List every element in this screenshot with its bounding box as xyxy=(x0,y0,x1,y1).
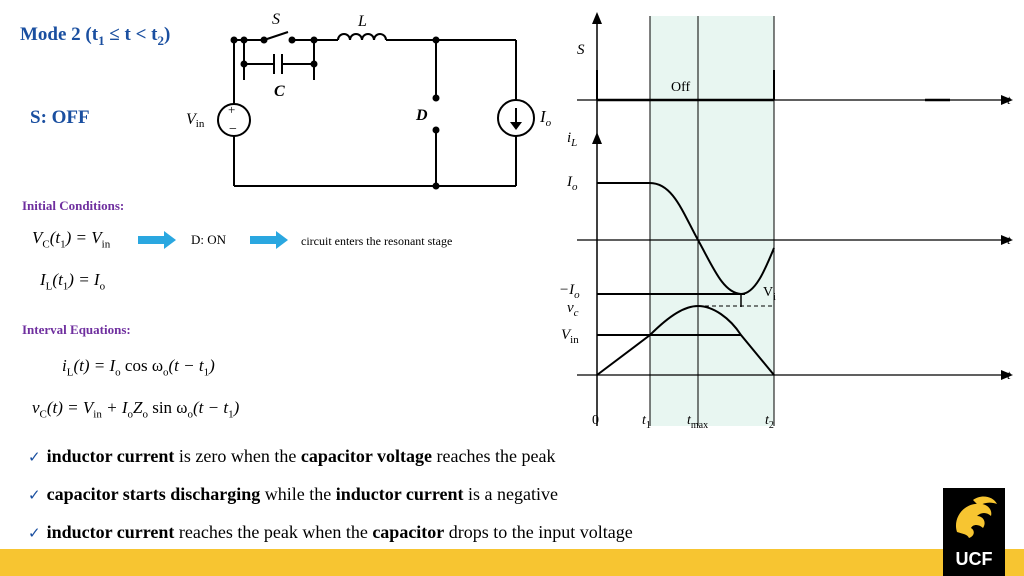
source-minus: − xyxy=(229,122,237,137)
x-tick-t1: t1 xyxy=(642,413,651,431)
x-tick-zero: 0 xyxy=(592,413,599,428)
initial-il-equation: IL(t1) = Io xyxy=(40,270,106,293)
diode-label: D xyxy=(415,107,428,124)
t-axis-label: t xyxy=(1007,232,1011,247)
t-axis-label: t xyxy=(1007,92,1011,107)
neg-io-level-label: −Io xyxy=(559,282,580,301)
checkmark-icon: ✓ xyxy=(28,448,41,466)
initial-conditions-heading: Initial Conditions: xyxy=(22,198,125,213)
bullet-2: ✓capacitor starts discharging while the … xyxy=(28,484,559,504)
circuit-diagram: S L C + − Vin D Io xyxy=(186,11,552,190)
capacitor-label: C xyxy=(274,83,285,100)
off-label: Off xyxy=(671,80,691,95)
interval-equations-heading: Interval Equations: xyxy=(22,322,131,337)
slide-title: Mode 2 (t1 ≤ t < t2) xyxy=(20,24,171,48)
source-label: Vin xyxy=(186,111,205,130)
mode-interval-highlight xyxy=(650,16,774,426)
vc-axis-label: vc xyxy=(567,300,579,319)
diode-state: D: ON xyxy=(191,232,227,247)
arrow-icon xyxy=(138,231,176,249)
x-tick-t2: t2 xyxy=(765,413,774,431)
checkmark-icon: ✓ xyxy=(28,524,41,542)
x-tick-tmax: tmax xyxy=(687,413,708,431)
initial-vc-equation: VC(t1) = Vin xyxy=(32,228,111,251)
bullet-3: ✓inductor current reaches the peak when … xyxy=(28,522,633,542)
vc-interval-equation: vC(t) = Vin + IoZo sin ωo(t − t1) xyxy=(32,398,240,421)
il-interval-equation: iL(t) = Io cos ωo(t − t1) xyxy=(62,356,215,379)
arrow-icon xyxy=(250,231,288,249)
ucf-logo: UCF xyxy=(943,488,1005,576)
pegasus-icon xyxy=(955,496,997,538)
checkmark-icon: ✓ xyxy=(28,486,41,504)
vi-label: Vi xyxy=(763,285,776,303)
waveform-diagram: S Off t iL Io t −Io Vi vc Vin t 0 t1 tma… xyxy=(559,12,1013,431)
resonant-stage-text: circuit enters the resonant stage xyxy=(301,234,453,248)
io-level-label: Io xyxy=(566,174,578,193)
s-axis-label: S xyxy=(577,42,585,58)
vin-level-label: Vin xyxy=(561,327,579,346)
footer-bar xyxy=(0,549,1024,576)
switch-label: S xyxy=(272,11,280,28)
t-axis-label: t xyxy=(1007,367,1011,382)
logo-text: UCF xyxy=(955,549,993,569)
inductor-label: L xyxy=(357,13,367,30)
source-plus: + xyxy=(228,102,235,117)
bullet-1: ✓inductor current is zero when the capac… xyxy=(28,446,556,466)
load-label: Io xyxy=(539,107,552,129)
il-axis-label: iL xyxy=(567,130,577,149)
switch-state: S: OFF xyxy=(30,107,90,128)
